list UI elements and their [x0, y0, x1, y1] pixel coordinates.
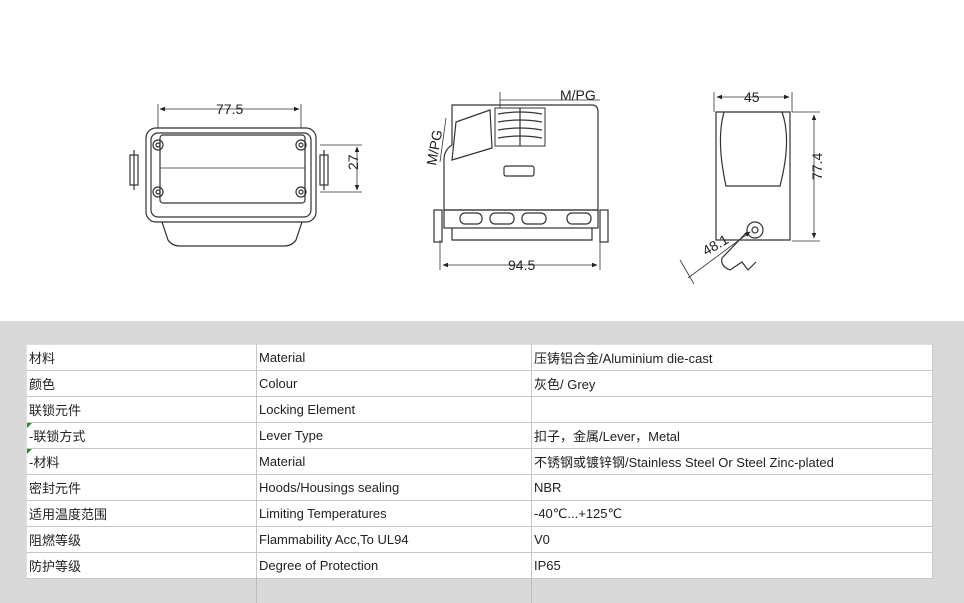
- spec-cell-en: Hoods/Housings sealing: [256, 474, 532, 501]
- spec-cell-zh: 阻燃等级: [26, 526, 257, 553]
- front-height-label: 27: [345, 154, 361, 170]
- table-continuation-line: [256, 577, 257, 603]
- spec-cell-zh: -联锁方式: [26, 422, 257, 449]
- comment-marker-icon: [27, 423, 32, 428]
- spec-cell-value: V0: [531, 526, 933, 553]
- table-continuation-line: [531, 577, 532, 603]
- spec-cell-value: IP65: [531, 552, 933, 579]
- spec-cell-en: Material: [256, 448, 532, 475]
- spec-cell-value: -40℃...+125℃: [531, 500, 933, 527]
- side-cable-top-label: M/PG: [560, 87, 596, 103]
- end-height-label: 77.4: [809, 153, 825, 180]
- spec-cell-en: Degree of Protection: [256, 552, 532, 579]
- spec-cell-en: Limiting Temperatures: [256, 500, 532, 527]
- spec-cell-zh: 颜色: [26, 370, 257, 397]
- front-width-label: 77.5: [216, 101, 243, 117]
- spec-cell-zh: 适用温度范围: [26, 500, 257, 527]
- spec-cell-value: 扣子，金属/Lever，Metal: [531, 422, 933, 449]
- spec-cell-en: Lever Type: [256, 422, 532, 449]
- side-width-label: 94.5: [508, 257, 535, 273]
- end-view: [679, 92, 820, 285]
- spec-cell-zh: -材料: [26, 448, 257, 475]
- spec-cell-en: Locking Element: [256, 396, 532, 423]
- spec-cell-en: Material: [256, 344, 532, 371]
- side-cable-left-label: M/PG: [423, 129, 445, 167]
- spec-cell-zh: 材料: [26, 344, 257, 371]
- spec-cell-en: Colour: [256, 370, 532, 397]
- end-lever-label: 48.1: [700, 231, 732, 259]
- spec-cell-zh: 联锁元件: [26, 396, 257, 423]
- spec-cell-zh: 密封元件: [26, 474, 257, 501]
- spec-cell-value: 压铸铝合金/Aluminium die-cast: [531, 344, 933, 371]
- spec-cell-zh: 防护等级: [26, 552, 257, 579]
- dimension-drawing-svg: 77.5 27: [129, 87, 825, 285]
- front-view: [129, 104, 362, 247]
- comment-marker-icon: [27, 449, 32, 454]
- spec-cell-en: Flammability Acc,To UL94: [256, 526, 532, 553]
- spec-cell-value: 不锈钢或镀锌钢/Stainless Steel Or Steel Zinc-pl…: [531, 448, 933, 475]
- technical-drawing: 77.5 27: [129, 87, 825, 285]
- spec-cell-value: 灰色/ Grey: [531, 370, 933, 397]
- spec-cell-value: [531, 396, 933, 423]
- side-view: [433, 92, 609, 270]
- end-width-label: 45: [744, 89, 760, 105]
- spec-cell-value: NBR: [531, 474, 933, 501]
